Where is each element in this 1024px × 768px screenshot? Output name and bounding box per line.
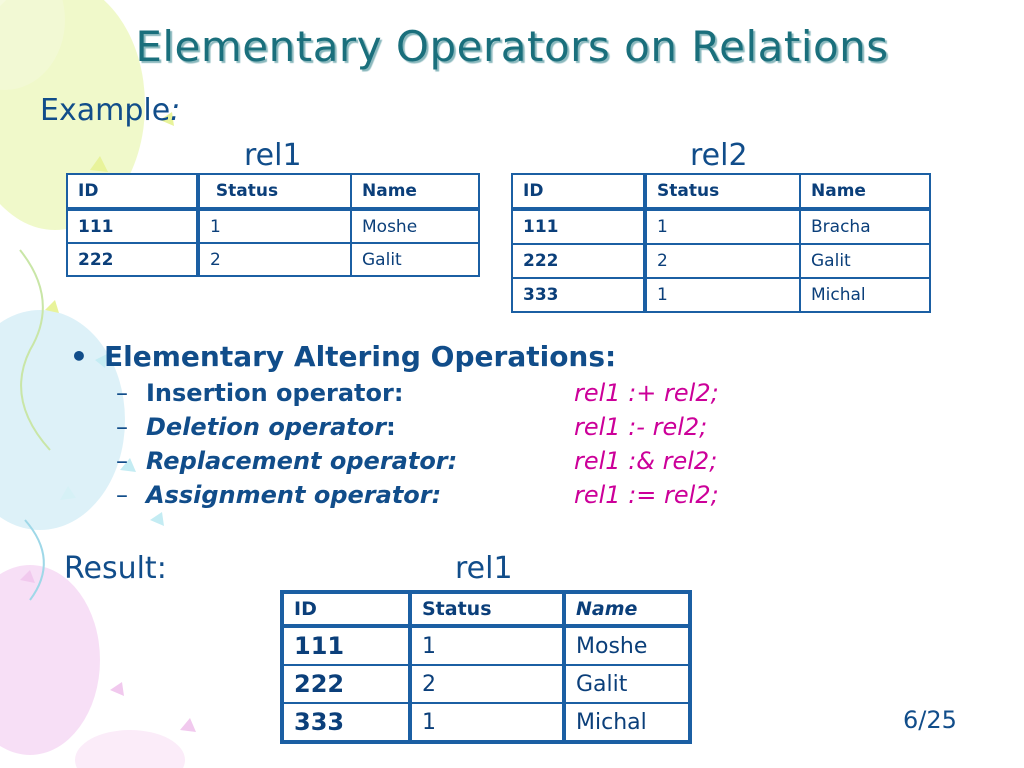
- header-cell: Status: [644, 173, 801, 211]
- header-cell: Name: [563, 591, 691, 628]
- name-cell: Galit: [563, 664, 691, 704]
- dash-marker: –: [116, 379, 128, 407]
- id-cell: 222: [66, 242, 200, 277]
- dash-marker: –: [116, 447, 128, 475]
- bullet-heading-text: Elementary Altering Operations:: [104, 340, 617, 373]
- name-cell: Michal: [563, 702, 691, 743]
- bullet-dot: •: [70, 340, 88, 373]
- status-cell: 1: [197, 208, 352, 244]
- id-cell: 222: [511, 243, 647, 279]
- header-cell: ID: [281, 591, 412, 628]
- operator-item-deletion: – Deletion operator: rel1 :- rel2;: [70, 413, 707, 447]
- status-cell: 1: [409, 625, 566, 666]
- id-cell: 111: [511, 208, 647, 245]
- operator-item-insertion: – Insertion operator: rel1 :+ rel2;: [70, 379, 719, 413]
- dash-marker: –: [116, 481, 128, 509]
- operator-code: rel1 :- rel2;: [574, 413, 708, 441]
- table-row: 111 1 Moshe: [66, 208, 480, 244]
- name-cell: Galit: [799, 243, 931, 279]
- id-cell: 111: [66, 208, 200, 244]
- operator-label: Deletion operator:: [146, 413, 396, 441]
- result-label: Result:: [64, 551, 167, 586]
- operator-code: rel1 :+ rel2;: [574, 379, 719, 407]
- name-cell: Bracha: [799, 208, 931, 245]
- id-cell: 333: [511, 277, 647, 313]
- name-cell: Moshe: [563, 625, 691, 666]
- table-header-row: ID Status Name: [281, 591, 691, 628]
- rel2-table: ID Status Name 111 1 Bracha 222 2 Galit …: [511, 173, 931, 313]
- operator-label-colon: :: [386, 413, 396, 441]
- example-label: Example:: [40, 93, 180, 128]
- status-cell: 2: [409, 664, 566, 704]
- status-cell: 1: [409, 702, 566, 743]
- header-cell: Name: [799, 173, 931, 211]
- id-cell: 222: [281, 664, 412, 704]
- operator-item-assignment: – Assignment operator: rel1 := rel2;: [70, 481, 719, 515]
- operator-label: Insertion operator:: [146, 379, 404, 407]
- rel2-label: rel2: [690, 138, 748, 173]
- name-cell: Moshe: [350, 208, 480, 244]
- dash-marker: –: [116, 413, 128, 441]
- bullet-heading: • Elementary Altering Operations:: [70, 340, 616, 373]
- status-cell: 1: [644, 277, 801, 313]
- header-cell: Status: [197, 173, 352, 211]
- operations-list: • Elementary Altering Operations: – Inser…: [70, 340, 719, 515]
- table-row: 333 1 Michal: [511, 277, 931, 313]
- table-row: 222 2 Galit: [511, 243, 931, 279]
- operator-label: Replacement operator:: [146, 447, 458, 475]
- id-cell: 333: [281, 702, 412, 743]
- header-cell: Status: [409, 591, 566, 628]
- status-cell: 1: [644, 208, 801, 245]
- operator-code: rel1 := rel2;: [574, 481, 719, 509]
- header-cell: ID: [511, 173, 647, 211]
- status-cell: 2: [197, 242, 352, 277]
- table-row: 222 2 Galit: [66, 242, 480, 277]
- name-cell: Michal: [799, 277, 931, 313]
- slide-title: Elementary Operators on Relations: [135, 22, 889, 71]
- example-label-text: Example: [40, 93, 171, 128]
- example-label-colon: :: [170, 93, 181, 128]
- table-row: 111 1 Moshe: [281, 625, 691, 666]
- operator-label-text: Deletion operator: [146, 413, 387, 441]
- operator-label: Assignment operator:: [146, 481, 442, 509]
- header-cell: ID: [66, 173, 200, 211]
- table-header-row: ID Status Name: [511, 173, 931, 211]
- table-row: 222 2 Galit: [281, 664, 691, 704]
- table-row: 111 1 Bracha: [511, 208, 931, 245]
- operator-item-replacement: – Replacement operator: rel1 :& rel2;: [70, 447, 717, 481]
- table-header-row: ID Status Name: [66, 173, 480, 211]
- name-cell: Galit: [350, 242, 480, 277]
- header-cell-text: Status: [215, 181, 279, 201]
- status-cell: 2: [644, 243, 801, 279]
- table-row: 333 1 Michal: [281, 702, 691, 743]
- page-number: 6/25: [903, 706, 957, 734]
- result-table: ID Status Name 111 1 Moshe 222 2 Galit 3…: [280, 590, 692, 744]
- operator-code: rel1 :& rel2;: [574, 447, 718, 475]
- rel1-label: rel1: [244, 138, 302, 173]
- id-cell: 111: [281, 625, 412, 666]
- result-rel1-label: rel1: [455, 551, 513, 586]
- operator-sublist: – Insertion operator: rel1 :+ rel2; – De…: [70, 379, 719, 515]
- rel1-table: ID Status Name 111 1 Moshe 222 2 Galit: [66, 173, 480, 277]
- header-cell: Name: [350, 173, 480, 211]
